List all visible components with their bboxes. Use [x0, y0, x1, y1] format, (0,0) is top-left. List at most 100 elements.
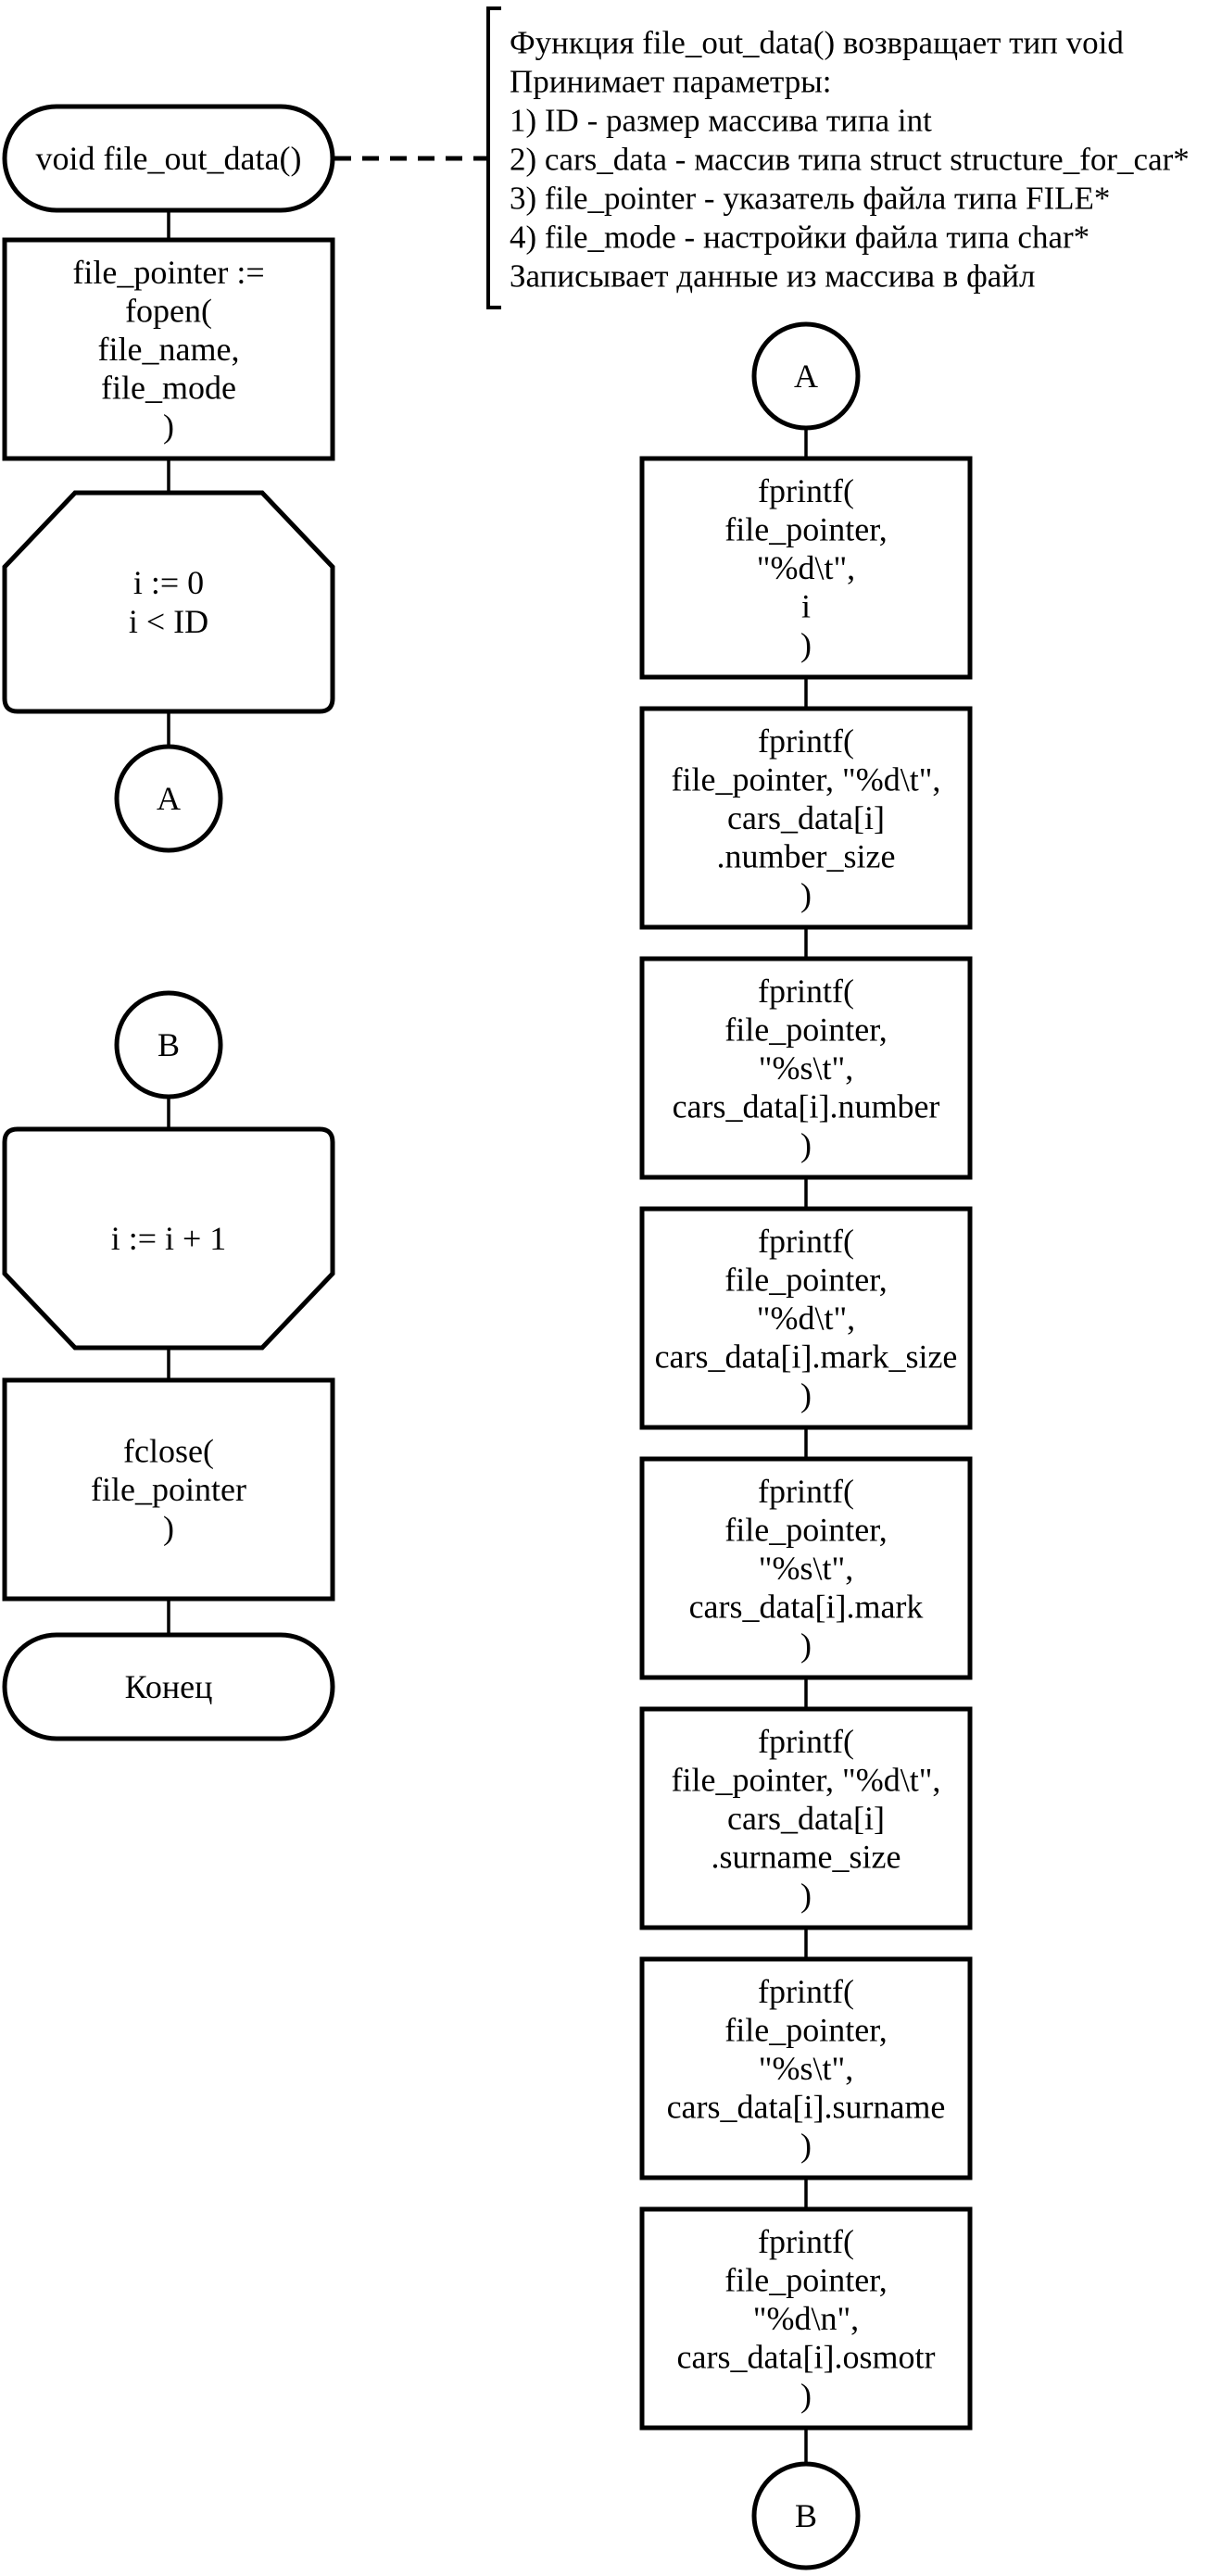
block-line: fclose(: [123, 1432, 214, 1469]
terminator-end: Конец: [2, 1632, 335, 1741]
loop-start: i := 0 i < ID: [2, 490, 335, 714]
block-line: ): [800, 1376, 812, 1414]
process-box: [639, 1956, 973, 2180]
process-box: [639, 706, 973, 930]
fprintf-osmotr: fprintf( file_pointer, "%d\n", cars_data…: [639, 2206, 973, 2431]
fprintf-mark: fprintf( file_pointer, "%s\t", cars_data…: [639, 1456, 973, 1680]
connector-circle: [751, 321, 861, 431]
block-line: cars_data[i].surname: [667, 2089, 946, 2126]
block-line: file_pointer, "%d\t",: [672, 760, 941, 798]
annotation-text: Функция file_out_data() возвращает тип v…: [510, 25, 1190, 295]
block-line: file_pointer,: [724, 1261, 888, 1298]
loop-increment-label: i := i + 1: [111, 1220, 227, 1257]
block-line: "%s\t",: [759, 1049, 853, 1087]
connector-circle: [751, 2461, 861, 2570]
loop-end-shape: [2, 1126, 335, 1351]
terminator-shape: [2, 1632, 335, 1741]
annotation-bracket: [486, 6, 501, 309]
block-line: file_pointer :=: [72, 254, 264, 291]
loop-condition-label: i < ID: [129, 603, 208, 640]
block-line: fprintf(: [758, 472, 854, 509]
annotation-line: Принимает параметры:: [510, 64, 831, 100]
block-line: ): [800, 1877, 812, 1914]
annotation-line: 2) cars_data - массив типа struct struct…: [510, 142, 1190, 178]
block-line: fprintf(: [758, 723, 854, 760]
terminator-shape: [2, 104, 335, 213]
block-line: cars_data[i].mark: [689, 1589, 924, 1626]
connector-label: B: [795, 2497, 817, 2534]
block-line: file_pointer: [91, 1471, 246, 1508]
process-fclose: fclose( file_pointer ): [2, 1377, 335, 1602]
connector-label: A: [794, 358, 818, 395]
block-line: cars_data[i].osmotr: [677, 2339, 936, 2376]
block-line: fprintf(: [758, 1723, 854, 1760]
block-line: ): [800, 2377, 812, 2414]
block-line: "%d\n",: [753, 2300, 859, 2337]
block-line: fprintf(: [758, 1473, 854, 1510]
block-line: file_pointer,: [724, 2011, 888, 2048]
connector-a-right: A: [751, 321, 861, 431]
annotation-line: 4) file_mode - настройки файла типа char…: [510, 220, 1089, 256]
block-line: ): [800, 626, 812, 663]
terminator-label: Конец: [125, 1668, 213, 1705]
block-line: fprintf(: [758, 973, 854, 1010]
block-line: file_pointer,: [724, 510, 888, 547]
fprintf-mark-size: fprintf( file_pointer, "%d\t", cars_data…: [639, 1206, 973, 1430]
connector-circle: [114, 744, 223, 853]
fprintf-number-size: fprintf( file_pointer, "%d\t", cars_data…: [639, 706, 973, 930]
connector-label: A: [157, 780, 181, 817]
block-line: file_pointer,: [724, 1011, 888, 1048]
block-line: file_pointer,: [724, 2261, 888, 2298]
block-line: ): [163, 408, 174, 445]
loop-init-label: i := 0: [133, 564, 204, 601]
annotation-line: 1) ID - размер массива типа int: [510, 103, 932, 139]
loop-end: i := i + 1: [2, 1126, 335, 1351]
block-line: .surname_size: [712, 1839, 901, 1876]
block-line: ): [800, 876, 812, 913]
terminator-start: void file_out_data(): [2, 104, 335, 213]
block-line: "%s\t",: [759, 1550, 853, 1587]
block-line: fopen(: [125, 292, 212, 329]
block-line: ): [163, 1510, 174, 1547]
connector-circle: [114, 990, 223, 1100]
process-box: [2, 1377, 335, 1602]
fprintf-index: fprintf( file_pointer, "%d\t", i ): [639, 456, 973, 680]
block-line: .number_size: [717, 838, 896, 875]
connector-b-left: B: [114, 990, 223, 1100]
annotation-line: 3) file_pointer - указатель файла типа F…: [510, 181, 1110, 217]
process-box: [639, 1456, 973, 1680]
block-line: cars_data[i].mark_size: [655, 1338, 958, 1376]
connector-b-right: B: [751, 2461, 861, 2570]
block-line: cars_data[i]: [727, 799, 885, 836]
annotation-line: Функция file_out_data() возвращает тип v…: [510, 25, 1124, 61]
process-box: [639, 456, 973, 680]
block-line: fprintf(: [758, 1223, 854, 1260]
process-box: [639, 1706, 973, 1930]
block-line: cars_data[i].number: [673, 1088, 940, 1125]
block-line: file_pointer,: [724, 1511, 888, 1548]
process-box: [639, 956, 973, 1180]
block-line: file_pointer, "%d\t",: [672, 1761, 941, 1798]
block-line: ): [800, 1126, 812, 1163]
block-line: "%d\t",: [757, 1300, 855, 1337]
process-box: [2, 237, 335, 461]
block-line: ): [800, 2127, 812, 2164]
block-line: ): [800, 1627, 812, 1664]
block-line: i: [801, 588, 811, 625]
annotation-line: Записывает данные из массива в файл: [510, 258, 1036, 295]
process-fopen: file_pointer := fopen( file_name, file_m…: [2, 237, 335, 461]
connector-a-left: A: [114, 744, 223, 853]
fprintf-surname: fprintf( file_pointer, "%s\t", cars_data…: [639, 1956, 973, 2180]
terminator-label: void file_out_data(): [36, 140, 302, 177]
connector-label: B: [157, 1026, 180, 1063]
block-line: fprintf(: [758, 1973, 854, 2010]
block-line: file_mode: [101, 370, 236, 407]
fprintf-surname-size: fprintf( file_pointer, "%d\t", cars_data…: [639, 1706, 973, 1930]
fprintf-number: fprintf( file_pointer, "%s\t", cars_data…: [639, 956, 973, 1180]
block-line: "%d\t",: [757, 549, 855, 586]
process-box: [639, 1206, 973, 1430]
process-box: [639, 2206, 973, 2431]
block-line: fprintf(: [758, 2223, 854, 2260]
loop-start-shape: [2, 490, 335, 714]
